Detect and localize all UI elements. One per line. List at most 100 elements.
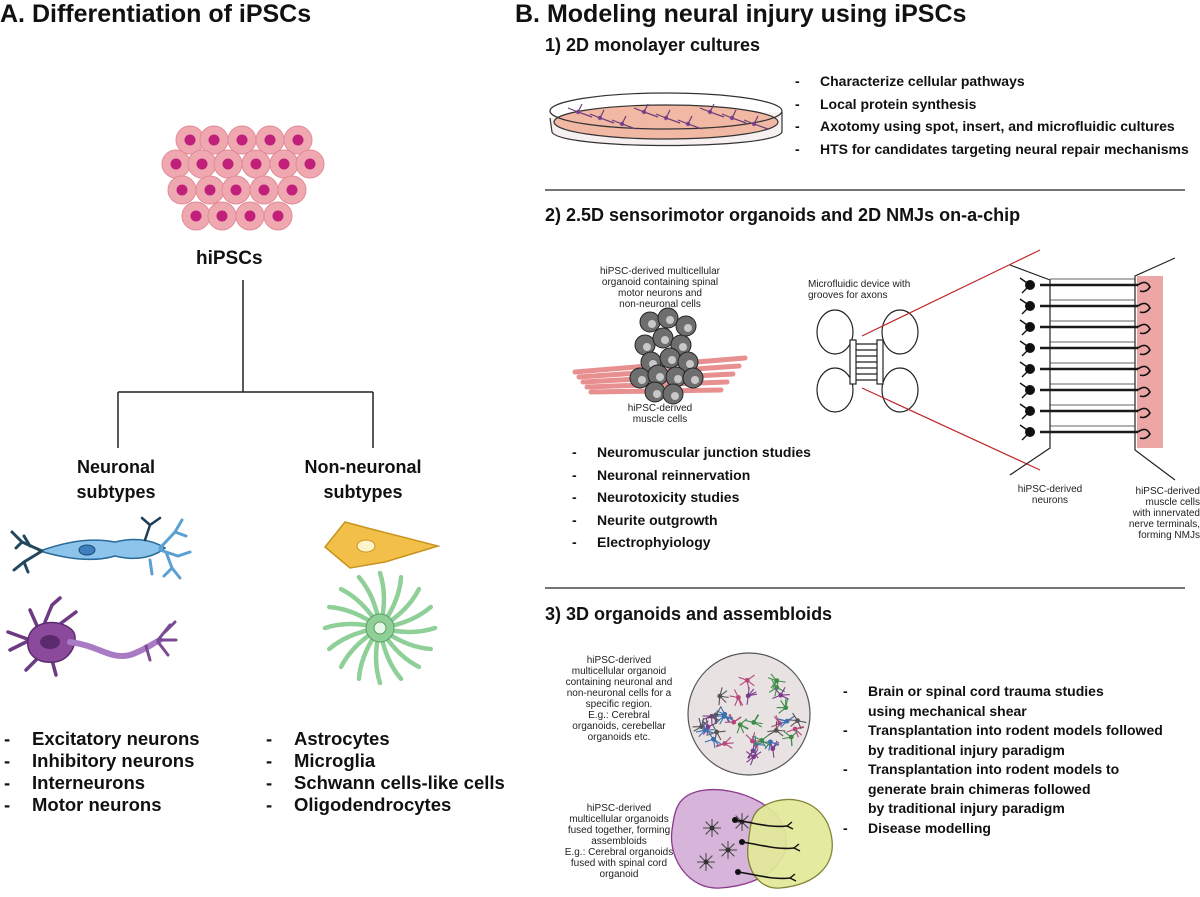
list-item: -Neurotoxicity studies xyxy=(572,489,740,505)
organoid-neuron xyxy=(792,726,798,732)
projection-axon xyxy=(734,819,788,828)
list-item: -Neurite outgrowth xyxy=(572,511,718,528)
stem-cell-nucleus xyxy=(278,158,290,170)
organoid-caption: hiPSC-derived multicellular organoid con… xyxy=(599,266,721,310)
projection-axon xyxy=(741,841,795,850)
stem-cell-nucleus xyxy=(264,134,276,146)
stem-cell-nucleus xyxy=(258,184,270,196)
list-item: -Schwann cells-like cells xyxy=(266,772,505,793)
list-item: -Transplantation into rodent models to xyxy=(843,761,1120,777)
organoid-cell-nucleus xyxy=(686,360,694,368)
neuronal-list: -Excitatory neurons -Inhibitory neurons … xyxy=(4,728,200,816)
projection-terminal xyxy=(793,843,801,852)
organoid-neuron xyxy=(773,727,779,733)
non-neuronal-label-line1: Non-neuronal xyxy=(304,457,422,477)
organoid-neuron xyxy=(699,724,704,730)
organoid-neuron xyxy=(788,734,794,740)
dish-neurite xyxy=(633,103,659,118)
inhibitory-neuron-illustration xyxy=(6,596,178,677)
organoid-cell-nucleus xyxy=(656,373,664,381)
stem-cell-nucleus xyxy=(236,134,248,146)
organoid-cell-nucleus xyxy=(671,392,679,400)
stem-cell-nucleus xyxy=(196,158,208,170)
organoid-neuron xyxy=(745,693,751,699)
sensorimotor-organoid-illustration xyxy=(572,307,748,405)
astrocyte-nucleus xyxy=(373,621,387,635)
list-item: -Brain or spinal cord trauma studies xyxy=(843,683,1104,699)
neurons-caption: hiPSC-derived neurons xyxy=(1017,484,1083,506)
list-item: -Excitatory neurons xyxy=(4,728,200,749)
lineage-tree xyxy=(117,280,374,448)
stem-cell-nucleus xyxy=(230,184,242,196)
stem-cell-nucleus xyxy=(272,210,284,222)
organoid-neuron xyxy=(705,724,711,730)
list-item: by traditional injury paradigm xyxy=(868,800,1065,816)
organoid-cell-nucleus xyxy=(661,336,669,344)
organoid-neuron xyxy=(749,738,755,744)
organoid-cell-nucleus xyxy=(653,390,661,398)
stem-cell-nucleus xyxy=(304,158,316,170)
organoid-neuron xyxy=(735,695,741,700)
organoid-neuron xyxy=(744,677,750,683)
organoid-neuron xyxy=(784,718,790,724)
nerve-terminal xyxy=(1137,302,1151,314)
nerve-terminal xyxy=(1137,386,1151,398)
panel-a-title: A. Differentiation of iPSCs xyxy=(0,0,312,28)
section3-bullets: -Brain or spinal cord trauma studies usi… xyxy=(843,682,1163,838)
list-item: -Astrocytes xyxy=(266,728,390,749)
cerebral-organoid-illustration xyxy=(687,652,811,776)
list-item: -Motor neurons xyxy=(4,794,162,815)
neuron-dendrite xyxy=(1019,319,1031,336)
assembloid-caption: hiPSC-derived multicellular organoids fu… xyxy=(564,803,674,880)
list-item: -Local protein synthesis xyxy=(795,95,977,112)
nerve-terminal xyxy=(1137,407,1151,419)
list-item: by traditional injury paradigm xyxy=(868,741,1065,758)
section1-bullets: -Characterize cellular pathways -Local p… xyxy=(795,70,1189,160)
dish-neurite xyxy=(743,115,769,130)
stem-cell-nucleus xyxy=(170,158,182,170)
assembloid-neuron xyxy=(703,859,709,865)
organoid-neuron xyxy=(750,748,756,754)
organoid-cell-nucleus xyxy=(638,376,646,384)
list-item: -HTS for candidates targeting neural rep… xyxy=(795,140,1189,157)
stem-cell-nucleus xyxy=(286,184,298,196)
organoid-neuron xyxy=(759,738,765,743)
organoid-3d-caption: hiPSC-derived multicellular organoid con… xyxy=(565,655,673,743)
stem-cell-nucleus xyxy=(244,210,256,222)
neuronal-label-line2: subtypes xyxy=(76,482,156,502)
excitatory-neuron-illustration xyxy=(10,516,192,580)
organoid-cell-nucleus xyxy=(668,356,676,364)
organoid-neuron xyxy=(795,718,800,724)
organoid-neuron xyxy=(751,754,757,760)
organoid-neuron xyxy=(774,678,780,684)
organoid-cell-nucleus xyxy=(666,316,674,324)
schwann-cell-illustration xyxy=(323,521,441,569)
list-item: -Electrophyiology xyxy=(572,534,711,550)
non-neuronal-list: -Astrocytes -Microglia -Schwann cells-li… xyxy=(266,728,505,816)
organoid-neuron xyxy=(714,729,719,735)
projection-axon xyxy=(737,871,791,880)
organoid-neuron xyxy=(770,746,776,752)
list-item: -Transplantation into rodent models foll… xyxy=(843,722,1163,738)
projection-terminal xyxy=(789,873,797,882)
neuron-dendrite xyxy=(1019,424,1031,441)
nerve-terminal xyxy=(1137,281,1151,293)
list-item: -Inhibitory neurons xyxy=(4,750,195,771)
stem-cell-nucleus xyxy=(216,210,228,222)
dish-neurite xyxy=(567,103,593,118)
organoid-neuron xyxy=(768,739,773,745)
dish-neurite xyxy=(655,109,681,124)
stem-cell-nucleus xyxy=(184,134,196,146)
organoid-cell-nucleus xyxy=(684,324,692,332)
list-item: -Characterize cellular pathways xyxy=(795,73,1025,89)
neuron-dendrite xyxy=(1019,277,1031,294)
list-item: generate brain chimeras followed xyxy=(868,780,1091,797)
section2-bullets: -Neuromuscular junction studies -Neurona… xyxy=(572,441,811,554)
stem-cell-nucleus xyxy=(204,184,216,196)
nmj-chip-illustration xyxy=(1009,257,1176,481)
zoom-line-bottom xyxy=(861,387,1041,471)
section3-heading: 3) 3D organoids and assembloids xyxy=(545,604,833,624)
assembloid-neuron xyxy=(725,847,731,853)
organoid-neuron xyxy=(783,705,789,711)
